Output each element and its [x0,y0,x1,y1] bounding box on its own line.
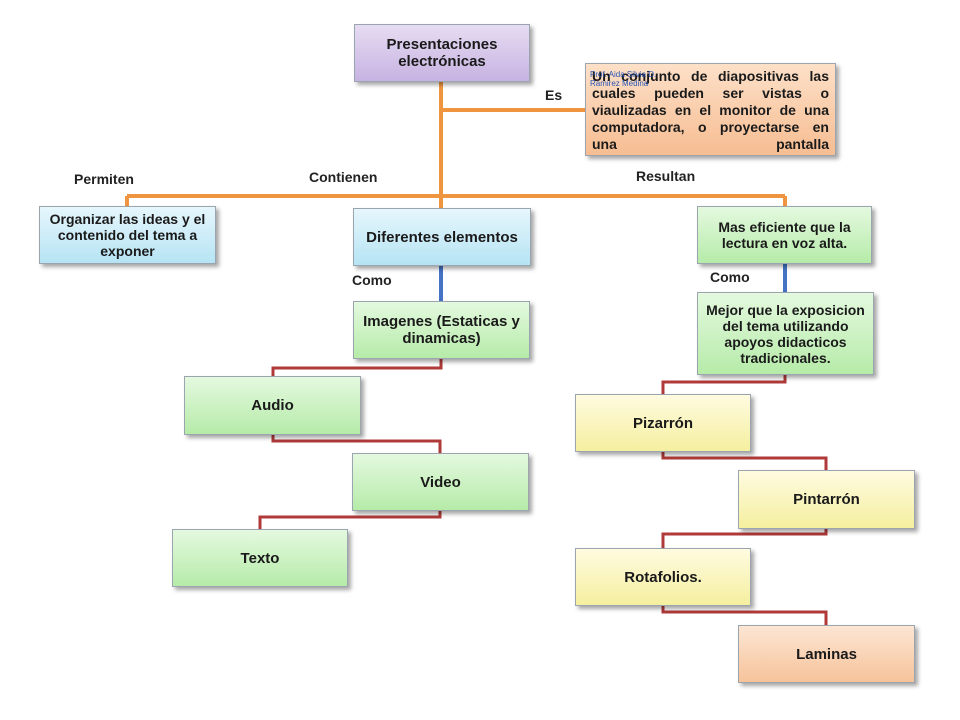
label-permiten: Permiten [74,171,134,187]
node-mejor-text: Mejor que la exposicion del tema utiliza… [706,301,865,366]
node-organizar-text: Organizar las ideas y el contenido del t… [49,211,206,259]
connector-mejor-pizarron [661,375,787,394]
node-rotafolios: Rotafolios. [575,548,751,606]
node-eficiente-text: Mas eficiente que la lectura en voz alta… [718,219,851,251]
node-pintarron-text: Pintarrón [793,491,860,508]
node-video-text: Video [420,473,461,491]
label-resultan: Resultan [636,168,696,184]
node-eficiente: Mas eficiente que la lectura en voz alta… [697,206,872,264]
node-organizar: Organizar las ideas y el contenido del t… [39,206,216,264]
connector-imagenes-audio [271,359,443,376]
connector-audio-video [271,435,442,453]
connector-video-texto [258,511,442,529]
node-definition-text: Un conjunto de diapositivas las cuales p… [592,68,829,152]
node-imagenes-text: Imagenes (Estaticas y dinamicas) [363,313,520,347]
node-laminas: Laminas [738,625,915,683]
node-diferentes: Diferentes elementos [353,208,531,266]
node-imagenes: Imagenes (Estaticas y dinamicas) [353,301,530,359]
label-como-right: Como [710,269,750,285]
overlay-author: Prof. Aida Silvia D. Ramirez Medina [590,70,656,88]
overlay-author-line2: Ramirez Medina [590,79,649,88]
node-presentaciones: Presentaciones electrónicas [354,24,530,82]
node-pizarron-text: Pizarrón [632,414,693,432]
node-laminas-text: Laminas [796,645,857,663]
node-audio-text: Audio [251,397,294,414]
node-pintarron: Pintarrón [738,470,915,529]
node-video: Video [352,453,529,511]
node-definition: Un conjunto de diapositivas las cuales p… [585,63,836,156]
node-audio: Audio [184,376,361,435]
node-rotafolios-text: Rotafolios. [624,568,702,586]
node-presentaciones-text: Presentaciones electrónicas [386,36,498,70]
node-texto-text: Texto [240,549,280,567]
connector-rotafolios-laminas [661,606,828,625]
overlay-author-line1: Prof. Aida Silvia D. [590,70,657,79]
label-contienen: Contienen [309,169,378,185]
node-diferentes-text: Diferentes elementos [366,228,518,246]
label-es: Es [545,87,563,103]
label-como-left: Como [352,272,392,288]
node-pizarron: Pizarrón [575,394,751,452]
connector-pintarron-rotafolios [661,529,828,548]
node-mejor: Mejor que la exposicion del tema utiliza… [697,292,874,375]
node-texto: Texto [172,529,348,587]
connector-pizarron-pintarron [661,452,828,470]
